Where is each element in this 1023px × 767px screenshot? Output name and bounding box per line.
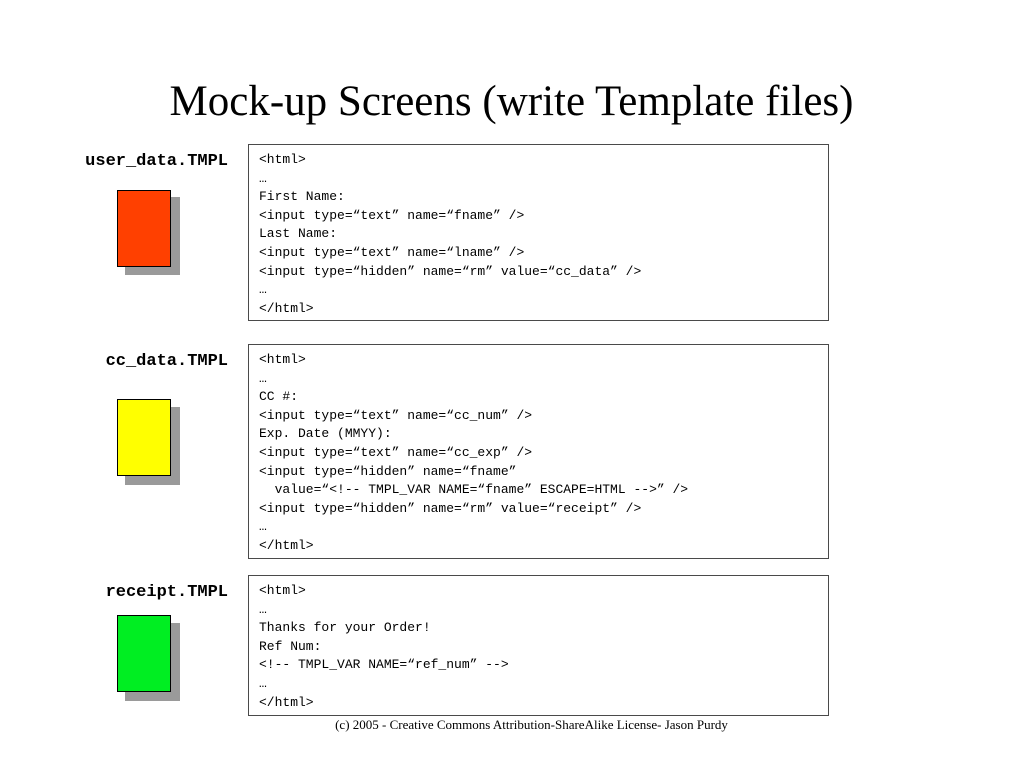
template-file-name: cc_data.TMPL [105, 352, 228, 371]
template-file-name: receipt.TMPL [105, 583, 228, 602]
code-box: <html> … Thanks for your Order! Ref Num: <!-… [248, 575, 829, 716]
code-line: … [259, 601, 267, 617]
code-line: <html> [259, 583, 306, 598]
code-line: … [259, 282, 267, 298]
code-line: <input type=“text” name=“lname” /> [259, 244, 525, 260]
code-line: <input type=“hidden” name=“rm” value=“re… [259, 500, 642, 516]
document-page-icon [117, 615, 171, 692]
code-box: <html> … CC #: <input type=“text” name=“cc_… [248, 344, 829, 559]
slide-title: Mock-up Screens (write Template files) [169, 78, 854, 125]
code-line: <input type=“text” name=“cc_num” /> [259, 407, 533, 423]
code-line: Ref Num: [259, 638, 322, 654]
slide-footer: (c) 2005 - Creative Commons Attribution-… [335, 717, 728, 732]
code-line: First Name: [259, 189, 345, 205]
template-file-name: user_data.TMPL [85, 152, 228, 171]
code-line: <input type=“text” name=“cc_exp” /> [259, 444, 533, 460]
code-box: <html> … First Name: <input type=“text” nam… [248, 144, 829, 321]
document-page-icon [117, 399, 171, 476]
code-line: <input type=“hidden” name=“rm” value=“cc… [259, 263, 642, 279]
code-line: value=“<!-- TMPL_VAR NAME=“fname” ESCAPE… [259, 482, 689, 498]
document-page-icon [117, 190, 171, 267]
code-line: </html> [259, 694, 314, 710]
code-line: <input type=“text” name=“fname” /> [259, 207, 525, 223]
code-line: … [259, 170, 267, 186]
code-line: <html> [259, 352, 306, 367]
code-line: <html> [259, 152, 306, 167]
code-line: <input type=“hidden” name=“fname” [259, 463, 517, 479]
code-line: </html> [259, 300, 314, 316]
code-line: … [259, 675, 267, 691]
code-line: CC #: [259, 389, 299, 405]
code-line: </html> [259, 537, 314, 553]
code-line: <!-- TMPL_VAR NAME=“ref_num” --> [259, 657, 509, 673]
code-line: … [259, 519, 267, 535]
code-line: … [259, 370, 267, 386]
code-line: Thanks for your Order! [259, 620, 431, 636]
code-line: Last Name: [259, 226, 338, 242]
code-line: Exp. Date (MMYY): [259, 426, 392, 442]
